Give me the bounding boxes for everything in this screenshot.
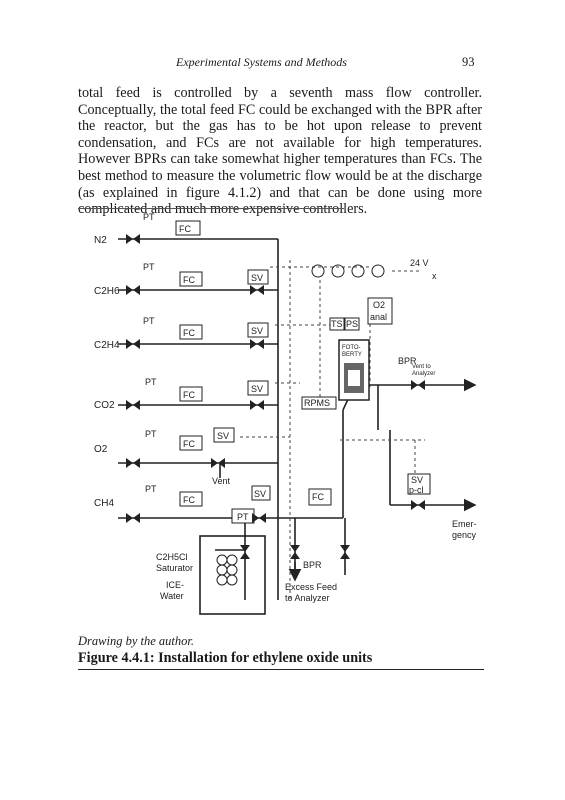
sv-label-c2h6: SV xyxy=(251,273,263,283)
vent-label: Vent xyxy=(212,476,231,486)
fc-label-ch4: FC xyxy=(183,495,195,505)
emergency-label-line2: gency xyxy=(452,530,477,540)
fc-total-label: FC xyxy=(312,492,324,502)
figure-source: Drawing by the author. xyxy=(78,634,194,648)
saturator-label-line2: Saturator xyxy=(156,563,193,573)
vent-to-line1: Vent to xyxy=(412,364,431,370)
reactor xyxy=(338,339,370,401)
gauges xyxy=(311,264,385,278)
ts-label: TS xyxy=(331,319,343,329)
gas-label-c2h6: C2H6 xyxy=(94,286,120,297)
pt-label-n2: PT xyxy=(143,212,155,222)
sv-label-o2: SV xyxy=(217,431,229,441)
saturator-label-line1: C2H5Cl xyxy=(156,552,188,562)
o2-analyzer-line2: anal xyxy=(370,312,387,322)
fc-label-c2h6: FC xyxy=(183,275,195,285)
gas-label-ch4: CH4 xyxy=(94,498,114,509)
valves xyxy=(126,234,425,559)
gas-label-co2: CO2 xyxy=(94,400,115,411)
running-head: Experimental Systems and Methods xyxy=(176,55,347,69)
sv-label-c2h4: SV xyxy=(251,326,263,336)
figure-caption: Figure 4.4.1: Installation for ethylene … xyxy=(78,650,373,666)
vent-to-line2: Analyzer xyxy=(412,371,435,377)
fc-label-o2: FC xyxy=(183,439,195,449)
fc-label-c2h4: FC xyxy=(183,328,195,338)
page-number: 93 xyxy=(462,55,475,69)
excess-feed-line2: to Analyzer xyxy=(285,593,330,603)
reactor-label-line1: FOTO- xyxy=(342,345,361,351)
fc-label-co2: FC xyxy=(183,390,195,400)
sv-label-ch4: SV xyxy=(254,489,266,499)
bpr-right-label: BPR xyxy=(398,356,417,366)
pt-label-c2h4: PT xyxy=(143,316,155,326)
installation-diagram: N2 C2H6 C2H4 CO2 O2 CH4 PT PT PT PT PT P… xyxy=(94,212,477,615)
sv-emergency-line2: p-cl xyxy=(409,485,424,495)
saturator xyxy=(199,535,266,615)
gas-label-o2: O2 xyxy=(94,444,108,455)
instrument-boxes xyxy=(175,220,431,524)
pt-label-ch4: PT xyxy=(145,484,157,494)
paragraph: total feed is controlled by a seventh ma… xyxy=(78,85,482,218)
o2-analyzer-line1: O2 xyxy=(373,300,385,310)
pt-after-label: PT xyxy=(237,512,249,522)
pt-label-co2: PT xyxy=(145,377,157,387)
pt-label-c2h6: PT xyxy=(143,262,155,272)
voltage-label: 24 V xyxy=(410,258,429,268)
body-text: total feed is controlled by a seventh ma… xyxy=(78,85,482,218)
ice-label-line1: ICE- xyxy=(166,580,184,590)
bpr-bottom-label: BPR xyxy=(303,560,322,570)
signal-lines xyxy=(240,260,425,600)
caption-rule xyxy=(78,669,484,670)
ps-label: PS xyxy=(346,319,358,329)
gas-label-c2h4: C2H4 xyxy=(94,340,120,351)
excess-feed-line1: Excess Feed xyxy=(285,582,337,592)
emergency-label-line1: Emer- xyxy=(452,519,477,529)
fc-label-n2: FC xyxy=(179,224,191,234)
sv-label-co2: SV xyxy=(251,384,263,394)
reactor-label-line2: BERTY xyxy=(342,352,362,358)
pt-label-o2: PT xyxy=(145,429,157,439)
gas-label-n2: N2 xyxy=(94,235,107,246)
rpms-label: RPMS xyxy=(304,398,330,408)
sv-emergency-line1: SV xyxy=(411,475,423,485)
figure-top-rule xyxy=(78,208,344,209)
ice-label-line2: Water xyxy=(160,591,184,601)
x-mark: x xyxy=(432,271,437,281)
